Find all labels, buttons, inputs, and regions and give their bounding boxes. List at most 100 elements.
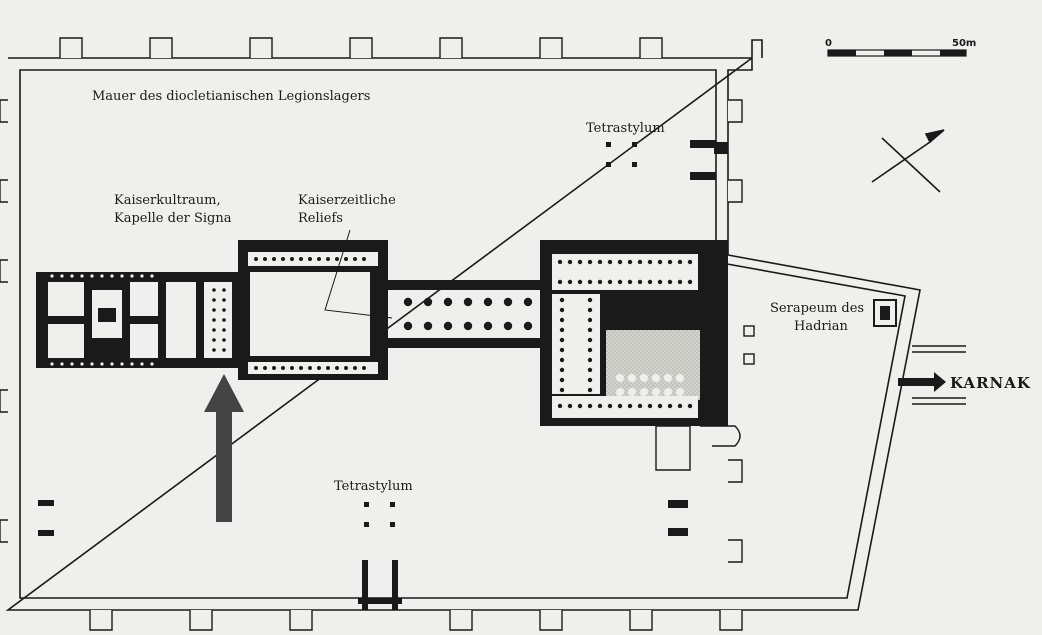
- column: [647, 403, 653, 409]
- column: [403, 297, 413, 307]
- east-gate: [668, 140, 728, 536]
- column: [290, 366, 294, 370]
- reliefs-label-line1: Kaiserzeitliche: [298, 193, 396, 208]
- column: [652, 388, 660, 396]
- pointer-arrow-icon: [204, 374, 244, 522]
- column: [627, 259, 633, 265]
- column: [272, 257, 276, 261]
- column: [677, 259, 683, 265]
- column: [559, 307, 565, 313]
- column: [559, 347, 565, 353]
- column: [597, 403, 603, 409]
- column: [587, 337, 593, 343]
- column: [559, 327, 565, 333]
- column: [587, 307, 593, 313]
- east-structures: [655, 325, 755, 471]
- column: [403, 321, 413, 331]
- column: [130, 362, 134, 366]
- column: [353, 366, 357, 370]
- column: [637, 259, 643, 265]
- column: [140, 362, 144, 366]
- column: [637, 279, 643, 285]
- column: [326, 366, 330, 370]
- column: [130, 274, 134, 278]
- column: [110, 362, 114, 366]
- column: [664, 388, 672, 396]
- scale-end-label: 50m: [952, 38, 976, 49]
- cult-room-label-line1: Kaiserkultraum,: [114, 193, 221, 208]
- column: [559, 377, 565, 383]
- column: [100, 274, 104, 278]
- column: [557, 259, 563, 265]
- column: [50, 274, 54, 278]
- column: [676, 374, 684, 382]
- column: [212, 318, 216, 322]
- column: [616, 374, 624, 382]
- column: [317, 257, 321, 261]
- column: [299, 257, 303, 261]
- column: [254, 257, 258, 261]
- column: [423, 321, 433, 331]
- scale-bar: 0 50m: [825, 38, 976, 57]
- column: [503, 297, 513, 307]
- column: [353, 257, 357, 261]
- column: [617, 259, 623, 265]
- column: [677, 403, 683, 409]
- karnak-dromos: [912, 345, 966, 405]
- column: [100, 362, 104, 366]
- column: [640, 388, 648, 396]
- tetrastylum-south-label: Tetrastylum: [334, 479, 413, 494]
- column: [559, 367, 565, 373]
- column: [335, 257, 339, 261]
- column: [587, 327, 593, 333]
- camp-wall-label: Mauer des diocletianischen Legionslagers: [92, 89, 370, 104]
- column: [222, 308, 226, 312]
- serapeum-label-line1: Serapeum des: [770, 301, 864, 316]
- tetrastylum-north-label: Tetrastylum: [586, 121, 665, 136]
- column: [503, 321, 513, 331]
- direction-arrow-icon: [898, 372, 946, 392]
- column: [150, 274, 154, 278]
- column: [308, 366, 312, 370]
- column: [617, 279, 623, 285]
- column: [587, 317, 593, 323]
- column: [362, 366, 366, 370]
- column: [628, 374, 636, 382]
- serapeum-label-line2: Hadrian: [794, 319, 849, 334]
- column: [463, 297, 473, 307]
- column: [362, 257, 366, 261]
- column: [281, 257, 285, 261]
- column: [647, 279, 653, 285]
- column: [687, 259, 693, 265]
- column: [627, 279, 633, 285]
- column: [587, 279, 593, 285]
- column: [607, 279, 613, 285]
- column: [557, 403, 563, 409]
- karnak-label: KARNAK: [950, 374, 1031, 392]
- north-arrow-icon: [871, 129, 945, 193]
- column: [80, 362, 84, 366]
- column: [627, 403, 633, 409]
- column: [667, 403, 673, 409]
- column: [317, 366, 321, 370]
- column: [80, 274, 84, 278]
- column: [647, 259, 653, 265]
- column: [60, 274, 64, 278]
- column: [687, 279, 693, 285]
- column: [567, 403, 573, 409]
- column: [597, 279, 603, 285]
- hypostyle-halls: [540, 240, 728, 426]
- column: [326, 257, 330, 261]
- west-gate: [38, 500, 54, 536]
- column: [687, 403, 693, 409]
- column: [272, 366, 276, 370]
- column: [212, 308, 216, 312]
- column: [308, 257, 312, 261]
- column: [212, 338, 216, 342]
- column: [559, 337, 565, 343]
- column: [587, 367, 593, 373]
- column: [120, 362, 124, 366]
- camp-wall: [5, 39, 921, 611]
- column: [657, 279, 663, 285]
- column: [110, 274, 114, 278]
